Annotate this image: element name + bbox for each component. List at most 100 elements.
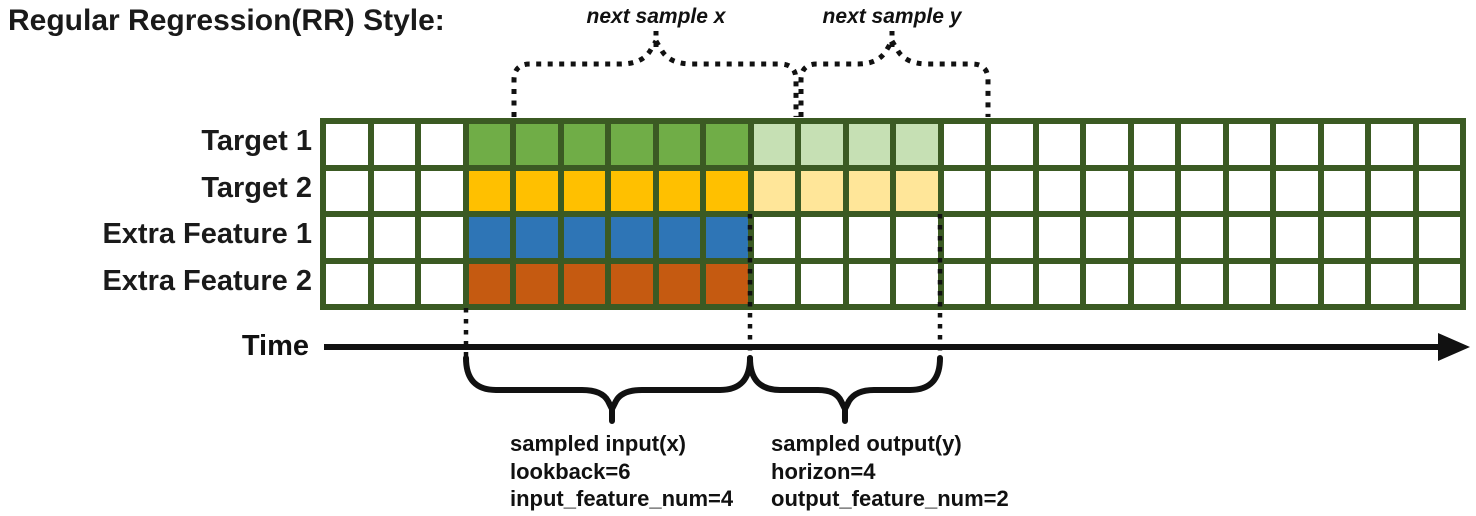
grid-cell — [706, 263, 748, 304]
grid-cell — [326, 263, 368, 304]
grid-cell — [1086, 217, 1128, 258]
time-series-grid — [320, 118, 1466, 310]
grid-cell — [706, 124, 748, 165]
grid-cell — [468, 217, 510, 258]
grid-cell — [1086, 170, 1128, 211]
sampled-output-line3: output_feature_num=2 — [771, 486, 1009, 511]
grid-cell — [1133, 124, 1175, 165]
grid-cell — [658, 263, 700, 304]
grid-cell — [1276, 217, 1318, 258]
grid-cell — [326, 217, 368, 258]
grid-cell — [516, 263, 558, 304]
grid-cell — [516, 124, 558, 165]
grid-cell — [753, 263, 795, 304]
grid-cell — [1276, 263, 1318, 304]
row-label: Extra Feature 1 — [102, 218, 312, 250]
grid-cell — [421, 170, 463, 211]
grid-cell — [468, 124, 510, 165]
grid-cell — [373, 170, 415, 211]
grid-cell — [1418, 263, 1460, 304]
grid-cell — [1133, 217, 1175, 258]
grid-cell — [326, 124, 368, 165]
grid-cell — [1228, 170, 1270, 211]
grid-cell — [611, 217, 653, 258]
grid-cell — [1418, 217, 1460, 258]
grid-cell — [1181, 170, 1223, 211]
diagram-title: Regular Regression(RR) Style: — [8, 4, 445, 37]
grid-cell — [801, 217, 843, 258]
grid-cell — [611, 170, 653, 211]
grid-cell — [1371, 217, 1413, 258]
grid-cell — [1038, 263, 1080, 304]
grid-cell — [1228, 263, 1270, 304]
grid-cell — [1228, 124, 1270, 165]
grid-cell — [801, 124, 843, 165]
sampled-input-line3: input_feature_num=4 — [510, 486, 734, 511]
grid-cell — [801, 170, 843, 211]
grid-cell — [1323, 170, 1365, 211]
grid-cell — [991, 170, 1033, 211]
grid-cell — [1086, 124, 1128, 165]
grid-cell — [1181, 263, 1223, 304]
sampled-output-text: sampled output(y) horizon=4 output_featu… — [771, 430, 1009, 513]
grid-cell — [1323, 217, 1365, 258]
sampled-output-line2: horizon=4 — [771, 458, 876, 484]
grid-cell — [1133, 170, 1175, 211]
grid-cell — [896, 124, 938, 165]
grid-cell — [706, 170, 748, 211]
grid-cell — [516, 170, 558, 211]
grid-cell — [1038, 170, 1080, 211]
grid-cell — [658, 170, 700, 211]
grid-cell — [373, 217, 415, 258]
grid-cell — [896, 217, 938, 258]
grid-cell — [658, 217, 700, 258]
grid-cell — [896, 263, 938, 304]
grid-cell — [848, 217, 890, 258]
grid-cell — [326, 170, 368, 211]
grid-cell — [1133, 263, 1175, 304]
grid-cell — [896, 170, 938, 211]
next-sample-x-brace — [511, 31, 799, 117]
grid-cell — [1086, 263, 1128, 304]
row-label: Target 2 — [201, 171, 312, 204]
grid-cell — [563, 217, 605, 258]
sampled-input-line2: lookback=6 — [510, 458, 631, 484]
grid-cell — [848, 170, 890, 211]
grid-cell — [1276, 124, 1318, 165]
sampled-input-line1: sampled input(x) — [510, 431, 687, 456]
grid-cell — [706, 217, 748, 258]
sampled-input-brace — [463, 355, 753, 424]
grid-cell — [421, 263, 463, 304]
grid-cell — [1371, 263, 1413, 304]
grid-cell — [611, 124, 653, 165]
grid-cell — [373, 263, 415, 304]
next-sample-x-label: next sample x — [586, 5, 726, 28]
grid-cell — [658, 124, 700, 165]
grid-cell — [753, 124, 795, 165]
grid-cell — [943, 170, 985, 211]
sampled-output-brace — [747, 355, 943, 424]
grid-cell — [421, 124, 463, 165]
grid-cell — [1181, 217, 1223, 258]
grid-cell — [991, 263, 1033, 304]
grid-cell — [1038, 124, 1080, 165]
grid-cell — [943, 263, 985, 304]
time-axis-label: Time — [241, 330, 309, 362]
grid-cell — [753, 170, 795, 211]
grid-cell — [516, 217, 558, 258]
row-label: Extra Feature 2 — [102, 264, 312, 297]
row-label: Target 1 — [201, 125, 312, 157]
grid-cell — [1323, 124, 1365, 165]
grid-cell — [1038, 217, 1080, 258]
grid-cell — [991, 217, 1033, 258]
grid-cell — [468, 263, 510, 304]
grid-cell — [1371, 170, 1413, 211]
grid-cell — [1181, 124, 1223, 165]
sampled-input-text: sampled input(x) lookback=6 input_featur… — [510, 430, 733, 513]
grid-cell — [943, 124, 985, 165]
grid-cell — [563, 170, 605, 211]
grid-cell — [373, 124, 415, 165]
grid-cell — [421, 217, 463, 258]
grid-cell — [943, 217, 985, 258]
